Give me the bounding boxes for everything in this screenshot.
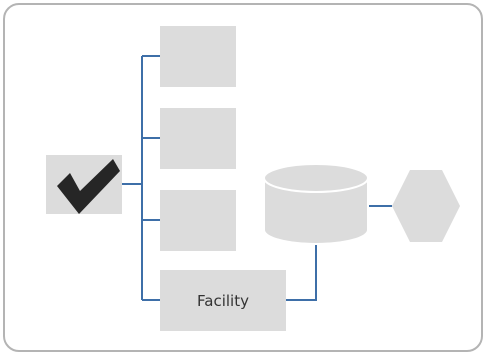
database-body [263,177,369,245]
diagram-frame [3,3,483,352]
connector-facility-to-database [286,243,317,301]
checkmark-icon [57,159,120,214]
facility-box [160,270,286,331]
node-box-1 [160,26,236,87]
connectors [122,55,392,301]
facility-node: Facility [160,270,286,331]
database-cylinder-icon [263,163,369,245]
node-box-2 [160,108,236,169]
node-box-3 [160,190,236,251]
facility-label: Facility [197,292,249,310]
database-top [263,163,369,193]
checkmark-node [46,155,122,214]
hexagon-icon [392,170,460,242]
